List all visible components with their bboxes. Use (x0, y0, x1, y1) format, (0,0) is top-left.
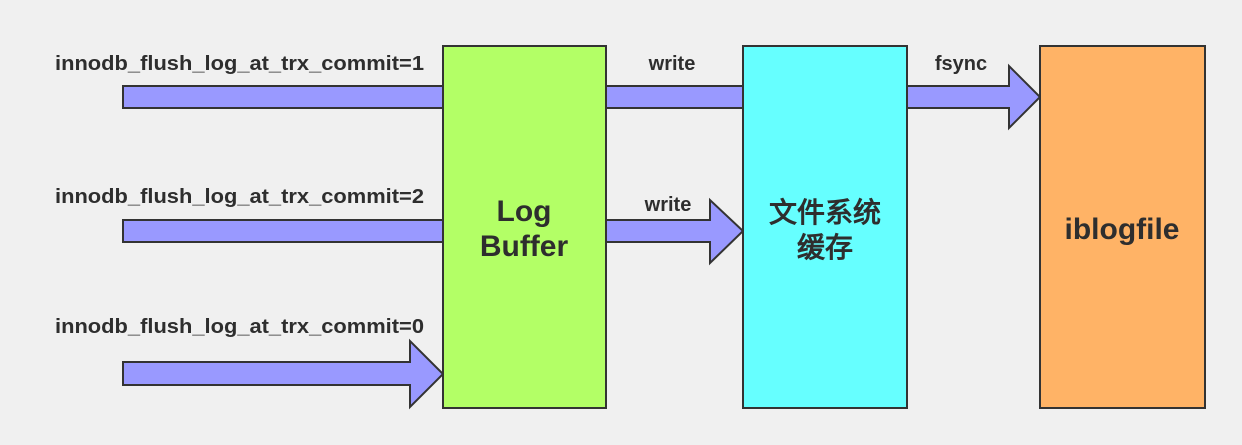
commit1-input-arrow (122, 85, 444, 109)
iblogfile-box (1039, 45, 1206, 409)
write-top-arrow (605, 85, 744, 109)
commit0-label: innodb_flush_log_at_trx_commit=0 (55, 316, 424, 338)
commit0-input-arrow (122, 338, 445, 410)
fsync-arrow (906, 63, 1042, 131)
write-mid-arrow (605, 197, 745, 266)
fs-cache-box (742, 45, 908, 409)
write-mid-label: write (644, 194, 692, 216)
iblogfile-label: iblogfile (1065, 213, 1180, 246)
write-top-label: write (648, 53, 696, 75)
commit2-input-arrow (122, 219, 444, 243)
fsync-label: fsync (935, 53, 987, 75)
fs-cache-label-line1: 文件系统 (769, 196, 881, 229)
log-buffer-label-line1: Log (497, 195, 552, 228)
fs-cache-label-line2: 缓存 (797, 231, 853, 264)
log-buffer-box (442, 45, 607, 409)
commit2-label: innodb_flush_log_at_trx_commit=2 (55, 186, 424, 208)
commit1-label: innodb_flush_log_at_trx_commit=1 (55, 53, 424, 75)
log-buffer-label-line2: Buffer (480, 230, 569, 263)
